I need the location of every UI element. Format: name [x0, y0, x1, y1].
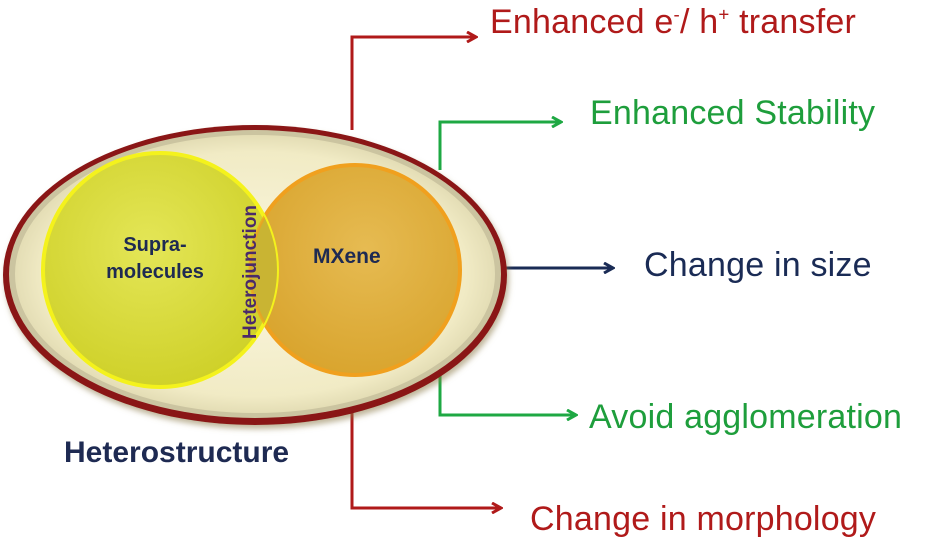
arrow-avoid-agglomeration: [438, 370, 575, 415]
arrow-change-morphology: [350, 405, 500, 508]
supramolecules-label: Supra- molecules: [106, 234, 204, 283]
outcome-change-size: Change in size: [644, 246, 872, 284]
mxene-label: MXene: [313, 245, 381, 268]
outcome-change-morphology: Change in morphology: [530, 500, 877, 538]
outcome-electron-transfer: Enhanced e-/ h+ transfer: [490, 3, 856, 42]
heterojunction-label: Heterojunction: [240, 204, 261, 340]
arrow-enhanced-stability: [438, 122, 560, 170]
outcome-electron-main: Enhanced e: [490, 3, 674, 41]
outcome-enhanced-stability: Enhanced Stability: [590, 94, 876, 132]
mxene-circle: [248, 163, 462, 377]
outcome-avoid-agglomeration: Avoid agglomeration: [589, 398, 903, 436]
electron-superscript: -: [673, 3, 680, 25]
outcome-electron-end: transfer: [729, 3, 856, 41]
hole-superscript: +: [718, 3, 730, 25]
heterostructure-label: Heterostructure: [64, 436, 290, 469]
mxene-circle-outline: [248, 163, 277, 377]
arrow-electron-transfer: [350, 37, 475, 130]
outcome-electron-mid: / h: [679, 3, 719, 41]
